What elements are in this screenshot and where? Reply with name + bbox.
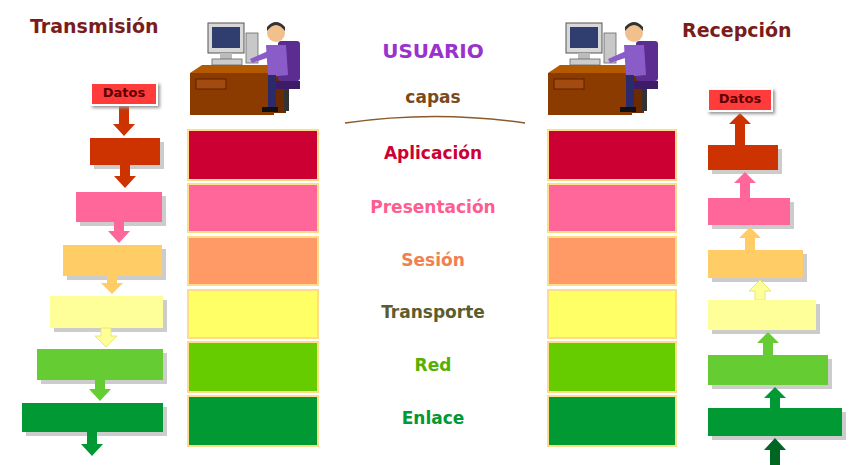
brace-arc	[345, 117, 525, 124]
layer-name: Red	[415, 356, 452, 376]
user-icon	[190, 22, 300, 115]
layer-bars	[188, 130, 676, 446]
user-icon	[548, 22, 658, 115]
layer-name: Sesión	[401, 251, 465, 271]
receive-arrows	[708, 113, 846, 465]
side-heading: Recepción	[682, 20, 792, 42]
data-box: Datos	[707, 88, 773, 112]
data-label: Datos	[709, 91, 771, 107]
layer-name: Aplicación	[384, 144, 482, 164]
layer-name: Presentación	[370, 198, 495, 218]
heading: USUARIO	[382, 40, 484, 63]
transmit-arrows	[22, 106, 167, 456]
data-box: Datos	[90, 82, 158, 106]
side-heading: Transmisión	[30, 16, 159, 38]
layer-name: Transporte	[381, 303, 485, 323]
side-heading: capas	[405, 88, 460, 108]
data-label: Datos	[92, 85, 156, 101]
layer-name: Enlace	[402, 409, 465, 429]
